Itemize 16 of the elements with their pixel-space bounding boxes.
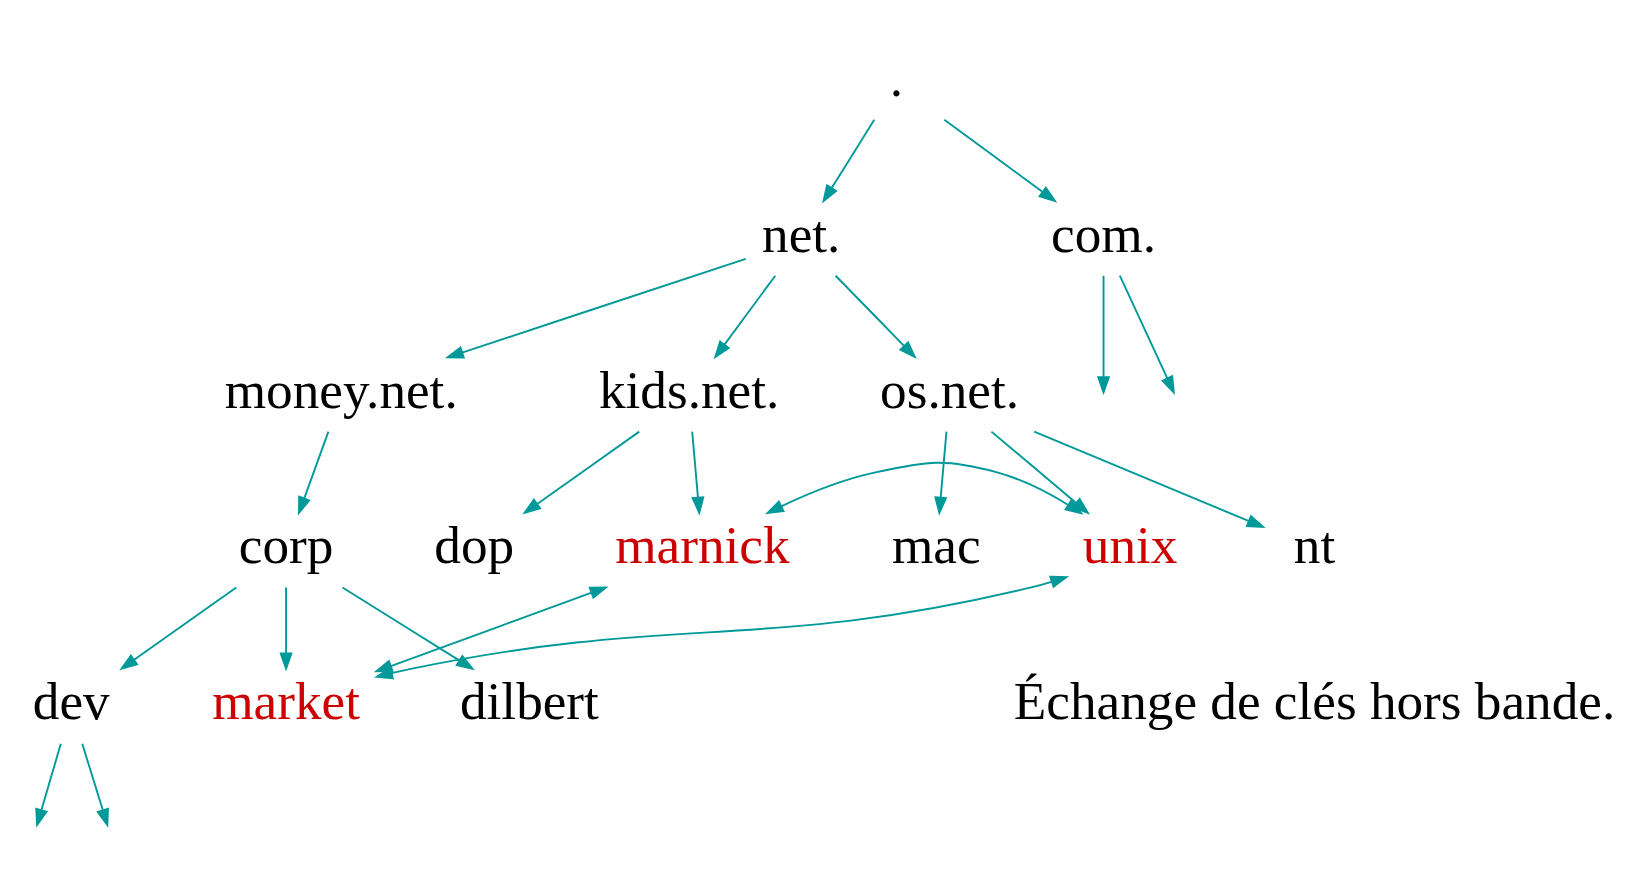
node-text: com. — [1051, 204, 1156, 264]
node-text: kids.net. — [598, 360, 780, 420]
node-text: nt — [1293, 515, 1336, 575]
node-text: dev — [32, 671, 110, 731]
node-text: money.net. — [224, 360, 458, 420]
node-text: os.net. — [880, 360, 1020, 420]
label: Échange de clés hors bande. — [1013, 671, 1616, 731]
node-text: . — [889, 48, 903, 108]
node-text: unix — [1082, 515, 1178, 575]
node-text: mac — [891, 515, 981, 575]
node-text: corp — [238, 515, 334, 575]
node-text: dilbert — [459, 671, 599, 731]
node-text: dop — [434, 515, 515, 575]
node-text: marnick — [615, 515, 790, 575]
node-text: market — [212, 671, 360, 731]
node-text: net. — [762, 204, 841, 264]
